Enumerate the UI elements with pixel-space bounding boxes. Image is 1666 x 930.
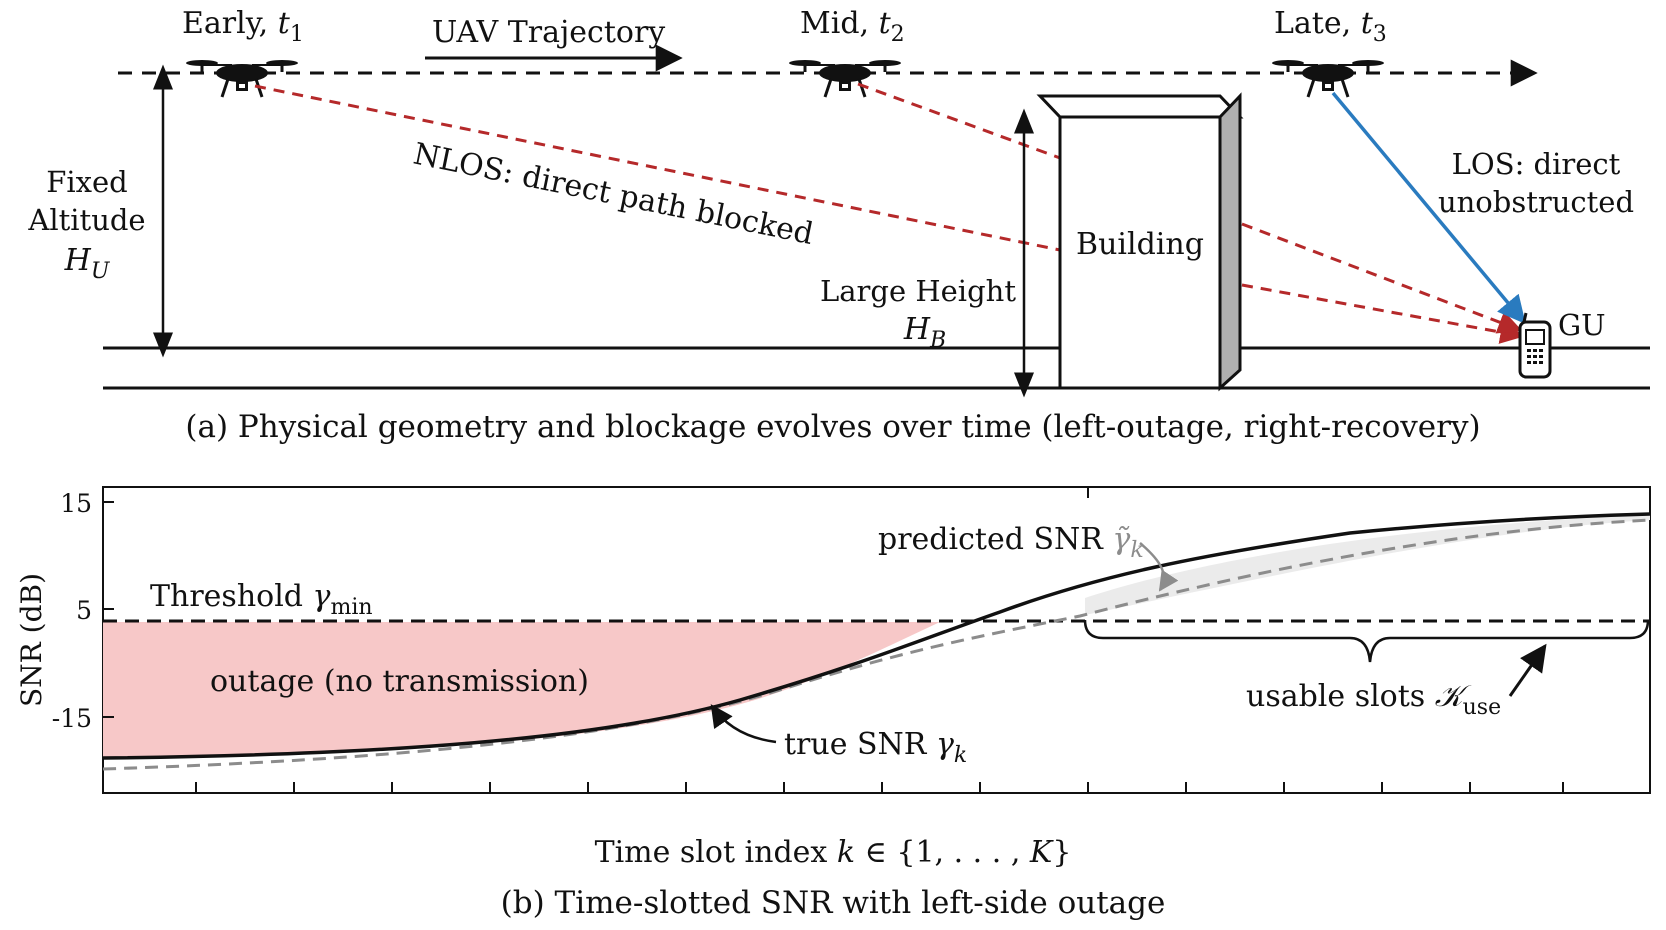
nlos-label: NLOS: direct path blocked [410, 137, 816, 252]
outage-label: outage (no transmission) [210, 664, 589, 699]
altitude-label-line1: Fixed [46, 165, 127, 199]
nlos-mid-path-continued [1241, 222, 1523, 334]
x-axis-ticks [103, 487, 1564, 793]
altitude-symbol: HU [64, 243, 111, 284]
panel-a-caption: (a) Physical geometry and blockage evolv… [185, 409, 1480, 445]
building [1036, 92, 1244, 392]
panel-b-caption: (b) Time-slotted SNR with left-side outa… [501, 885, 1166, 921]
building-label: Building [1076, 227, 1204, 262]
height-symbol: HB [903, 312, 946, 353]
usable-slots-brace [1083, 619, 1650, 663]
nlos-early-path-continued [1241, 283, 1525, 344]
late-time-label: Late, t3 [1274, 6, 1387, 47]
panel-a-geometry: UAV Trajectory Early, t1 Mid, t2 Late, t… [27, 6, 1650, 445]
los-label-line1: LOS: direct [1452, 147, 1621, 181]
nlos-early-path [254, 84, 1061, 252]
uav-late-icon [1270, 58, 1386, 99]
los-late-path [1331, 91, 1526, 325]
y-tick-5: 5 [76, 596, 92, 625]
height-label-line1: Large Height [820, 274, 1016, 308]
x-axis-label: Time slot index k ∈ {1, . . . , K} [595, 835, 1072, 870]
y-axis-label: SNR (dB) [15, 573, 48, 707]
true-snr-label: true SNR γk [784, 727, 967, 768]
panel-b-snr-plot: 15 5 -15 SNR (dB) Threshold γmin outage … [15, 486, 1651, 921]
usable-slots-label: usable slots 𝒦use [1246, 679, 1501, 720]
los-label-line2: unobstructed [1438, 185, 1634, 219]
ground-user-phone-icon [1518, 312, 1552, 379]
true-snr-curve [102, 512, 1651, 760]
nlos-mid-path [857, 82, 1061, 160]
uav-mid-icon [787, 58, 903, 99]
mid-time-label: Mid, t2 [800, 6, 905, 47]
early-time-label: Early, t1 [182, 6, 304, 47]
gu-label: GU [1558, 308, 1606, 342]
predicted-snr-pointer [1139, 542, 1179, 592]
outage-region [103, 622, 940, 758]
altitude-label-line2: Altitude [27, 203, 145, 237]
y-tick-minus15: -15 [52, 704, 92, 733]
true-snr-pointer [710, 704, 777, 744]
y-tick-15: 15 [60, 489, 92, 518]
usable-slots-pointer [1508, 643, 1547, 697]
predicted-snr-label: predicted SNR γ̃k [878, 522, 1144, 563]
threshold-label: Threshold γmin [150, 579, 373, 620]
uav-trajectory-label: UAV Trajectory [432, 15, 665, 50]
predicted-snr-curve [102, 518, 1651, 771]
